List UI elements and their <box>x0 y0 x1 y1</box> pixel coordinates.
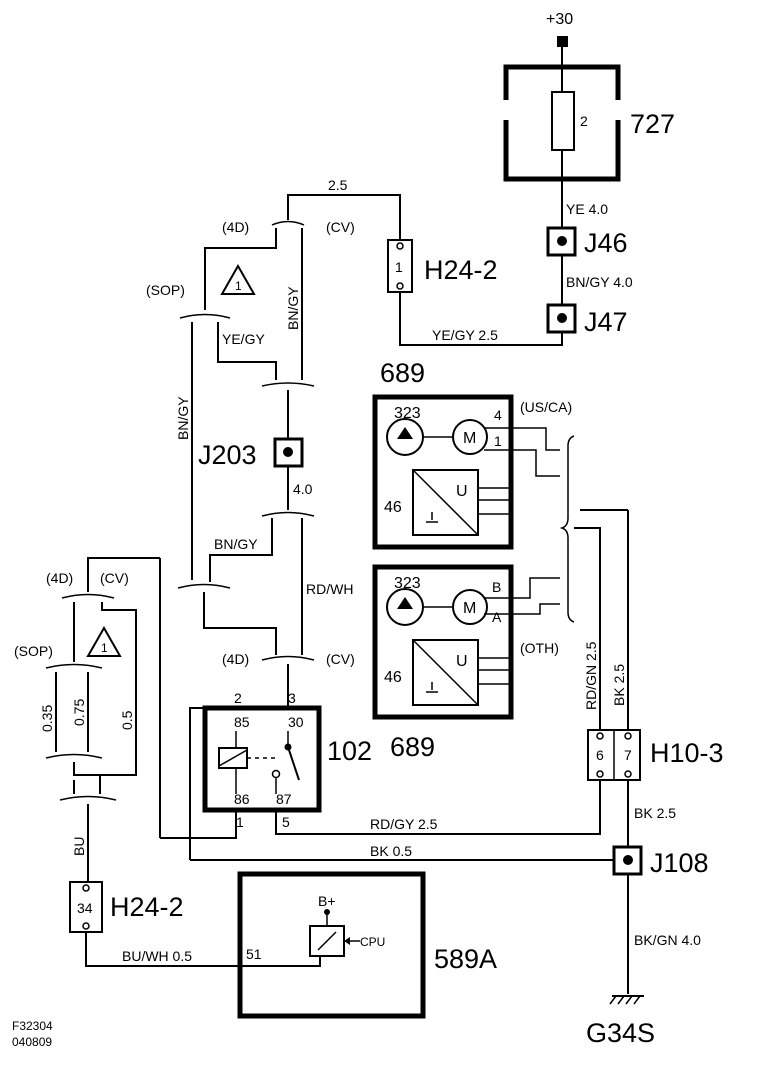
pump-bot-323: 323 <box>394 575 421 592</box>
variant-cv-mid: (CV) <box>326 651 355 667</box>
note-top-number: 1 <box>235 279 242 293</box>
pump-top-id: 689 <box>380 358 425 388</box>
h24-top-label: H24-2 <box>424 255 498 285</box>
wire-bngy-b: BN/GY <box>175 396 191 440</box>
connector-j108 <box>612 845 643 876</box>
wire-bk25: BK 2.5 <box>634 805 676 821</box>
wire-4-0: 4.0 <box>293 481 313 497</box>
fuse-box-727: 2 <box>500 64 624 182</box>
variant-cv-left: (CV) <box>100 570 129 586</box>
wire-bngy-c: BN/GY <box>214 536 258 552</box>
pump-top-323: 323 <box>394 405 421 422</box>
relay-pin-2: 2 <box>234 690 242 706</box>
h24-top-pin: 1 <box>395 259 403 275</box>
wire-bk25-vertical: BK 2.5 <box>611 664 627 706</box>
h10-label: H10-3 <box>650 738 724 768</box>
j47-label: J47 <box>584 307 628 337</box>
ecu-589a: B+ CPU 51 <box>237 871 426 1019</box>
connector-h24-2-bottom: 34 <box>69 881 103 933</box>
pump-top-pin4: 4 <box>494 407 502 423</box>
figure-code-1: F32304 <box>12 1019 53 1033</box>
wire-bk05: BK 0.5 <box>370 843 412 859</box>
pump-top-pin1: 1 <box>494 433 502 449</box>
wire-bu: BU <box>71 837 87 856</box>
pump-bot-pinB: B <box>492 579 501 595</box>
connector-j46 <box>546 226 577 257</box>
connector-j47 <box>546 303 577 334</box>
relay-pin-3: 3 <box>288 690 296 706</box>
relay-pin-30: 30 <box>288 714 304 730</box>
pump-top-motor: M <box>463 430 476 447</box>
wire-rdgn: RD/GN 2.5 <box>583 641 599 710</box>
wire-buwh: BU/WH 0.5 <box>122 948 192 964</box>
pump-bottom-id: 689 <box>390 732 435 762</box>
h24-bottom-pin: 34 <box>77 900 93 916</box>
relay-id: 102 <box>327 736 372 766</box>
j203-label: J203 <box>198 440 257 470</box>
ecu-bplus: B+ <box>318 893 336 909</box>
variant-cv-top: (CV) <box>326 219 355 235</box>
note-triangle-top: 1 <box>220 263 256 295</box>
fuse-2 <box>551 91 575 151</box>
pump-module-bottom: M 323 B A 46 U <box>372 564 514 720</box>
motor-icon <box>452 589 488 625</box>
figure-code-2: 040809 <box>12 1035 52 1049</box>
wire-yegy-25: YE/GY 2.5 <box>432 327 498 343</box>
wire-bngy-a: BN/GY <box>285 286 301 330</box>
pump-bot-pinA: A <box>492 609 502 625</box>
ecu-id: 589A <box>434 944 497 974</box>
relay-pin-87: 87 <box>276 791 292 807</box>
pump-bot-u: U <box>456 653 468 670</box>
supply-label: +30 <box>546 11 573 28</box>
relay-pin-86: 86 <box>234 791 250 807</box>
wire-top-25: 2.5 <box>328 177 348 193</box>
pump-bot-46: 46 <box>384 669 402 686</box>
variant-usca: (US/CA) <box>520 399 572 415</box>
variant-sop-left: (SOP) <box>14 643 53 659</box>
relay-102: 2 3 85 30 86 87 1 5 <box>189 690 322 860</box>
relay-contact <box>287 746 300 781</box>
h24-bottom-label: H24-2 <box>110 892 184 922</box>
variant-4d-mid: (4D) <box>222 651 249 667</box>
pump-top-46: 46 <box>384 499 402 516</box>
wire-0-75: 0.75 <box>71 699 87 726</box>
ground-label: G34S <box>586 1018 655 1048</box>
connector-j203 <box>273 437 304 468</box>
wire-bngy-4: BN/GY 4.0 <box>566 274 633 290</box>
variant-4d-left: (4D) <box>46 570 73 586</box>
fuse-box-id: 727 <box>630 109 675 139</box>
relay-pin-1: 1 <box>236 814 244 830</box>
connector-h24-2-top: 1 <box>387 239 413 293</box>
ecu-pin-51: 51 <box>246 946 262 962</box>
j46-label: J46 <box>584 228 628 258</box>
fuse-number: 2 <box>580 113 588 129</box>
wire-bkgn: BK/GN 4.0 <box>634 932 701 948</box>
wire-rdwh: RD/WH <box>306 581 353 597</box>
h10-pin-7: 7 <box>624 747 632 763</box>
pump-bot-motor: M <box>463 600 476 617</box>
variant-4d-top: (4D) <box>222 219 249 235</box>
relay-pin-85: 85 <box>234 714 250 730</box>
wire-ye-4: YE 4.0 <box>566 201 608 217</box>
variant-oth: (OTH) <box>520 640 559 656</box>
wire-0-5: 0.5 <box>119 710 135 730</box>
pump-module-top: M 323 4 1 46 U <box>372 394 514 550</box>
motor-icon <box>452 419 488 455</box>
ecu-cpu: CPU <box>360 935 385 949</box>
wire-rdgy: RD/GY 2.5 <box>370 816 438 832</box>
ground-symbol <box>609 995 644 1005</box>
note-triangle-left: 1 <box>86 625 122 657</box>
h10-pin-6: 6 <box>596 747 604 763</box>
variant-sop-top: (SOP) <box>146 282 185 298</box>
connector-h10-3: 6 7 <box>587 729 641 781</box>
relay-pin-5: 5 <box>282 814 290 830</box>
note-left-number: 1 <box>101 641 108 655</box>
wire-yegy: YE/GY <box>222 331 265 347</box>
pump-top-u: U <box>456 483 468 500</box>
supply-terminal <box>557 36 568 47</box>
j108-label: J108 <box>650 848 709 878</box>
wire-0-35: 0.35 <box>39 705 55 732</box>
